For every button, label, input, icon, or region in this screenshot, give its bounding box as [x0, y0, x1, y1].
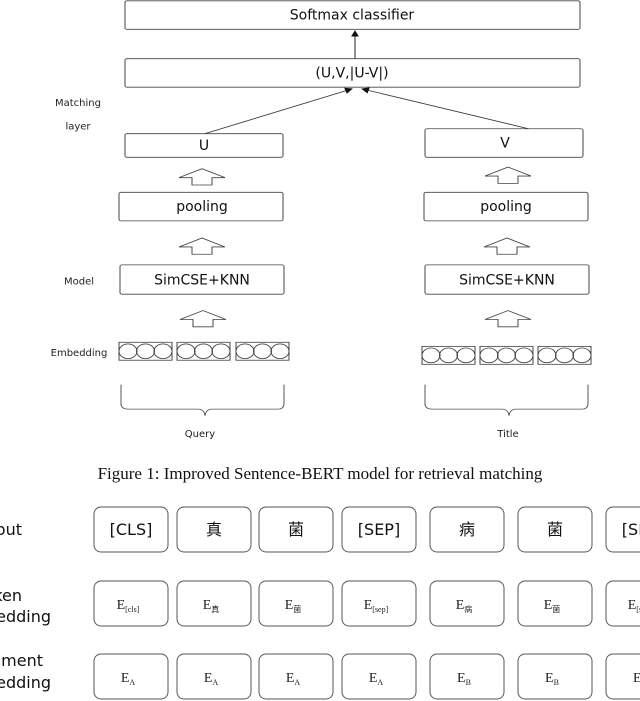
matching-layer-label: Matching: [55, 98, 101, 109]
embedding-unit-icon: [514, 347, 534, 364]
u-block: U: [124, 133, 284, 158]
up-arrow-icon: [484, 310, 532, 328]
pooling-left-block: pooling: [118, 191, 284, 222]
embedding-vector: [176, 341, 231, 361]
embedding-right: [421, 345, 592, 365]
arrow-v-to-concat: [361, 87, 533, 130]
embedding-unit-icon: [572, 347, 592, 364]
title-label: Title: [496, 429, 518, 440]
u-label: U: [199, 138, 209, 154]
title-brace: [424, 384, 589, 416]
up-arrow-icon: [179, 310, 227, 328]
embedding-vector: [479, 345, 534, 365]
matching-layer-label-2: layer: [65, 122, 91, 133]
embedding-unit-icon: [211, 343, 231, 360]
simcse-right-label: SimCSE+KNN: [459, 272, 555, 288]
up-arrow-icon: [483, 237, 531, 255]
pooling-right-label: pooling: [480, 199, 532, 215]
simcse-left-block: SimCSE+KNN: [119, 264, 285, 295]
pooling-left-label: pooling: [176, 199, 228, 215]
embedding-label: Embedding: [51, 348, 108, 359]
simcse-right-block: SimCSE+KNN: [424, 264, 590, 295]
up-arrow-icon: [178, 168, 226, 186]
simcse-left-label: SimCSE+KNN: [154, 272, 250, 288]
embedding-unit-icon: [153, 343, 173, 360]
up-arrow-icon: [484, 166, 532, 184]
v-label: V: [500, 136, 510, 152]
embedding-left: [118, 341, 290, 361]
embedding-vector: [421, 345, 476, 365]
query-brace: [120, 384, 285, 416]
embedding-vector: [537, 345, 592, 365]
arrow-u-to-concat: [204, 87, 353, 135]
concat-label: (U,V,|U-V|): [315, 65, 388, 81]
pooling-right-block: pooling: [423, 191, 589, 222]
softmax-classifier-block: Softmax classifier: [124, 0, 581, 30]
v-block: V: [424, 128, 584, 158]
softmax-label: Softmax classifier: [290, 8, 415, 24]
up-arrow-icon: [178, 237, 226, 255]
query-label: Query: [185, 429, 215, 440]
embedding-vector: [118, 341, 173, 361]
embedding-unit-icon: [270, 343, 290, 360]
concat-block: (U,V,|U-V|): [124, 58, 581, 88]
embedding-vector: [235, 341, 290, 361]
embedding-unit-icon: [456, 347, 476, 364]
model-label: Model: [64, 276, 94, 287]
